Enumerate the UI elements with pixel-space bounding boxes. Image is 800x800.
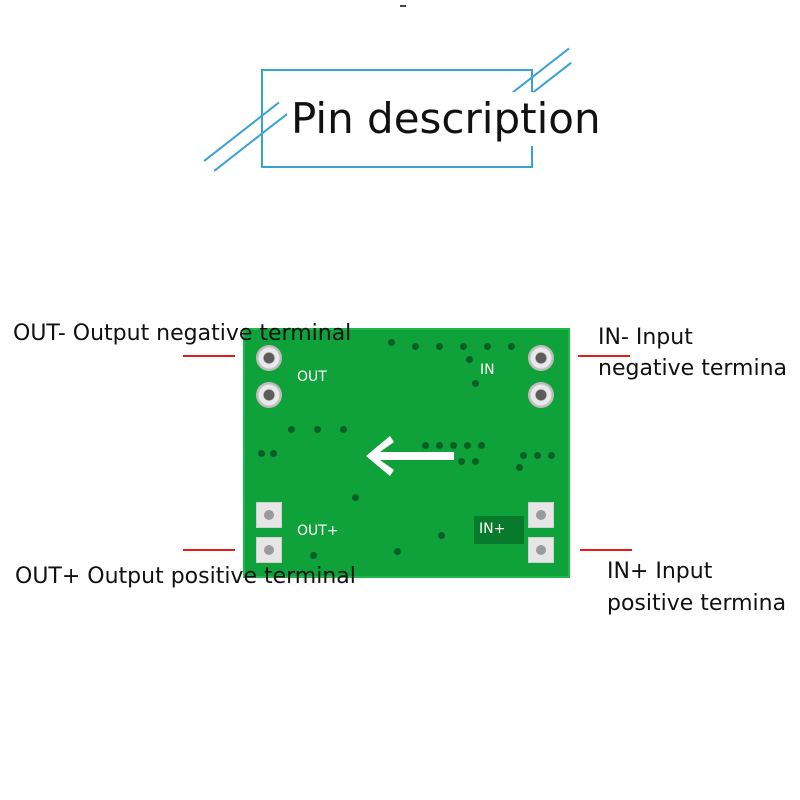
top-tick-mark [400,5,406,7]
frame-diagonal-2 [213,111,290,172]
via [314,426,321,433]
via [438,532,445,539]
via [460,343,467,350]
pad-in-pos-1 [528,502,554,528]
label-out-pos: OUT+ Output positive terminal [15,564,356,589]
marker-in-neg [578,355,630,357]
via [466,356,473,363]
silk-out-plus-label: OUT+ [297,523,339,539]
pad-in-neg-2 [528,382,554,408]
silk-in-plus-label: IN+ [479,521,506,537]
pad-out-neg-2 [256,382,282,408]
via [508,343,515,350]
silk-out-label: OUT [297,369,327,385]
frame-top [261,69,533,71]
left-arrow-icon [366,436,454,476]
label-out-neg: OUT- Output negative terminal [13,321,352,346]
via [450,442,457,449]
via [394,548,401,555]
via [270,450,277,457]
frame-left [261,69,263,168]
via [534,452,541,459]
via [472,458,479,465]
frame-diagonal-1 [203,101,280,162]
via [388,339,395,346]
via [412,343,419,350]
pad-out-pos-2 [256,537,282,563]
via [436,343,443,350]
pad-out-neg-1 [256,345,282,371]
via [484,343,491,350]
marker-out-pos [183,549,235,551]
via [458,458,465,465]
pad-out-pos-1 [256,502,282,528]
label-in-pos-line1: IN+ Input [607,559,713,584]
via [352,494,359,501]
label-in-neg-line1: IN- Input [598,325,693,350]
via [422,442,429,449]
label-in-pos-line2: positive termina [607,591,787,616]
via [472,380,479,387]
via [258,450,265,457]
marker-in-pos [580,549,632,551]
in-plus-silk-box [474,516,524,544]
via [310,552,317,559]
via [436,442,443,449]
via [516,464,523,471]
via [464,442,471,449]
pad-in-neg-1 [528,345,554,371]
via [548,452,555,459]
via [520,452,527,459]
frame-bottom [261,166,533,168]
via [288,426,295,433]
marker-out-neg [183,355,235,357]
page-title: Pin description [287,92,605,146]
via [478,442,485,449]
silk-in-label: IN [480,362,495,378]
via [340,426,347,433]
pad-in-pos-2 [528,537,554,563]
label-in-neg-line2: negative termina [598,356,787,381]
